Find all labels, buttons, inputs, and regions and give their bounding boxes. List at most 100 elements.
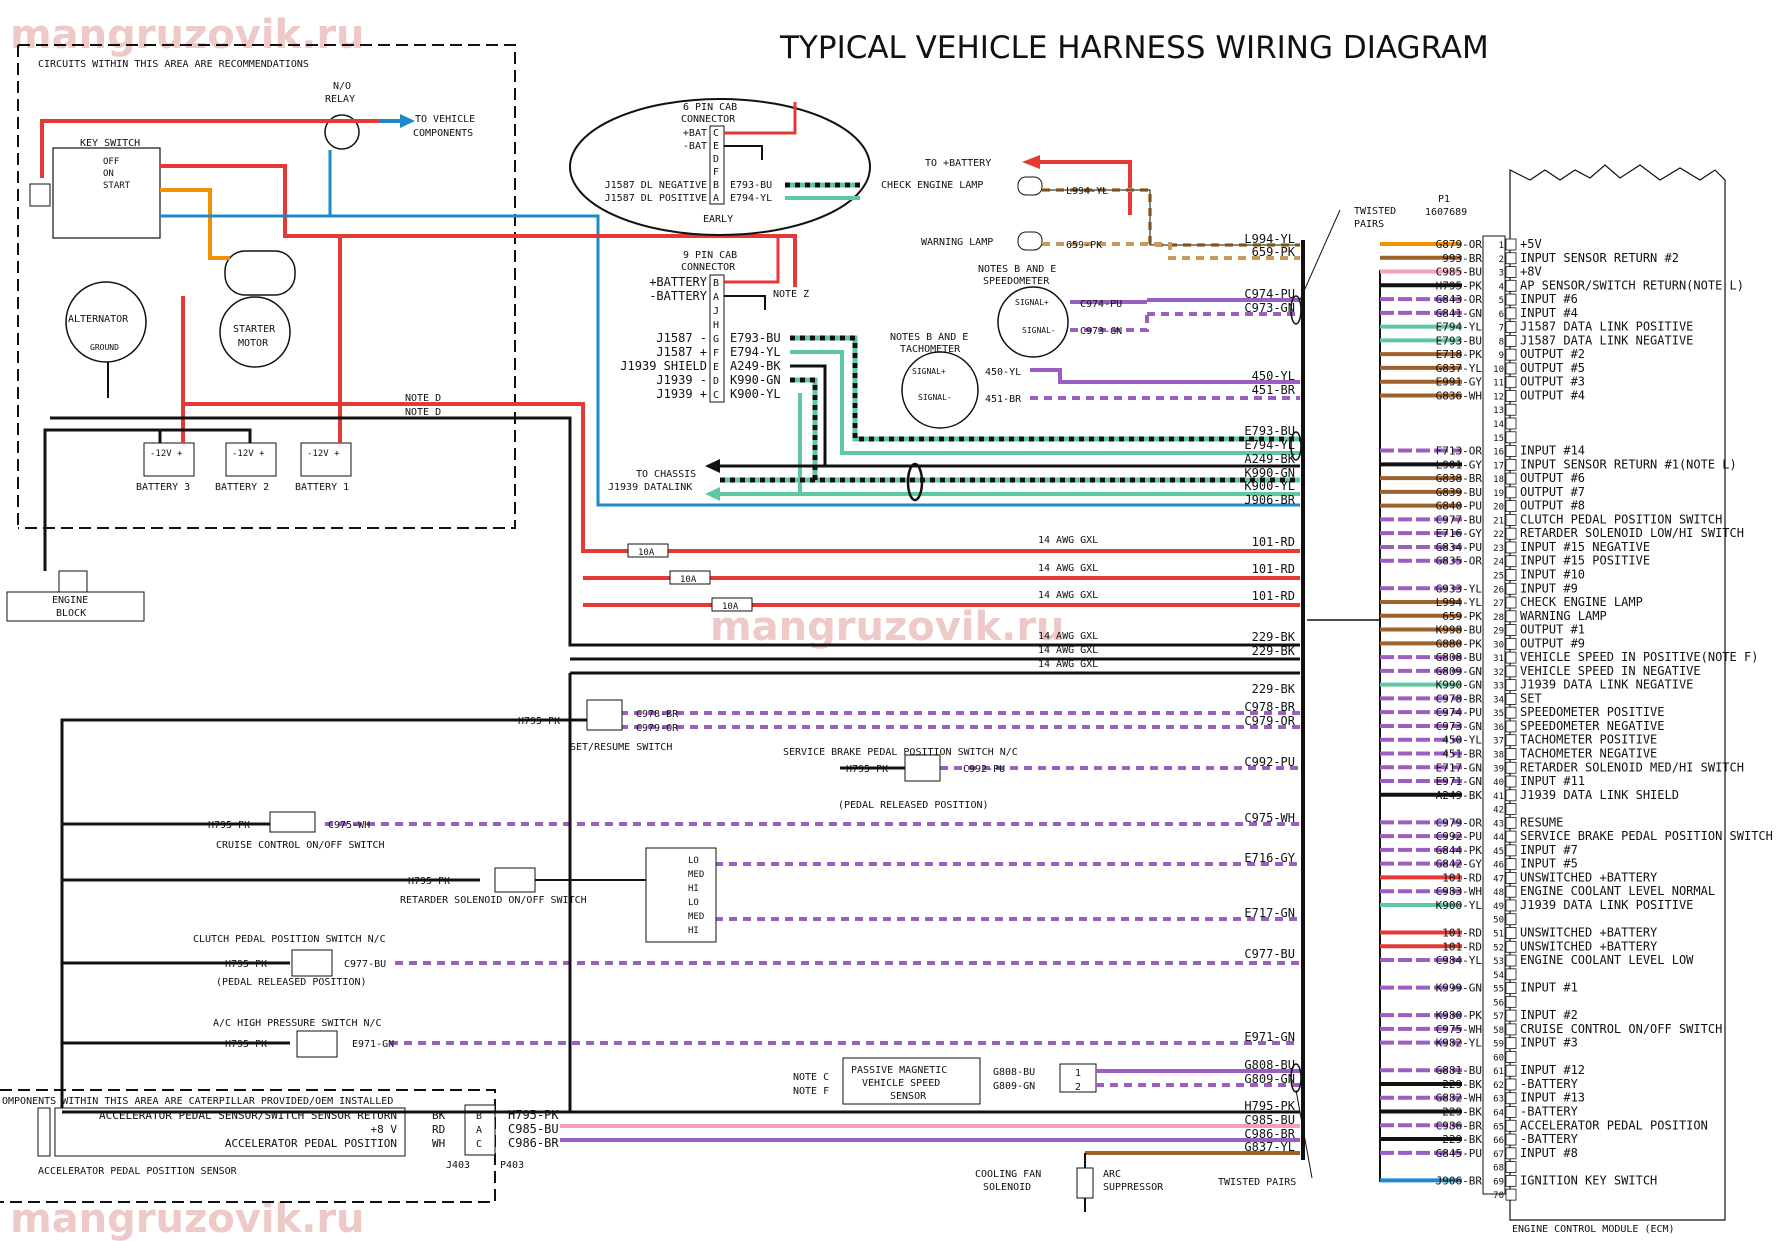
ecm-pin-number: 37: [1493, 737, 1504, 747]
twisted-pairs-top-1: TWISTED: [1354, 206, 1396, 217]
speedometer-title-2: SPEEDOMETER: [983, 276, 1050, 287]
ecm-pin-wire-label: K999-GN: [1436, 982, 1482, 995]
ecm-pin-wire-label: 101-RD: [1442, 940, 1482, 953]
ecm-pin-wire-label: E991-GY: [1436, 376, 1483, 389]
ecm-pin-socket: [1505, 279, 1517, 292]
set-resume-switch: H795-PK C978-BR C979-OR SET/RESUME SWITC…: [518, 699, 679, 753]
ecm-pin-socket: [1505, 1078, 1517, 1091]
awg-label-2: 14 AWG GXL: [1038, 563, 1098, 574]
ecm-pin-socket: [1505, 679, 1517, 692]
ecm-pin-number: 61: [1493, 1067, 1504, 1077]
ecm-pin-function: OUTPUT #8: [1520, 499, 1585, 513]
ecm-pin-wire-label: K982-YL: [1436, 1037, 1483, 1050]
ecm-pin-function: CRUISE CONTROL ON/OFF SWITCH: [1520, 1022, 1722, 1036]
ecm-pin-wire-label: G933-YL: [1436, 582, 1483, 595]
accel-row-wire: C986-BR: [508, 1136, 559, 1150]
ecm-pin-function: -BATTERY: [1520, 1132, 1579, 1146]
pedal-released-1: (PEDAL RELEASED POSITION): [838, 800, 989, 811]
tachometer-sig-plus: SIGNAL+: [912, 367, 946, 376]
ecm-pin-socket: [1505, 665, 1517, 678]
speed-sensor-pin-2: 2: [1075, 1082, 1081, 1093]
ecm-pin-number: 57: [1493, 1012, 1504, 1022]
ecm-pin-number: 50: [1493, 916, 1504, 926]
ecm: P1 1607689 ENGINE CONTROL MODULE (ECM): [1425, 164, 1726, 1235]
six-pin-wire: E793-BU: [730, 180, 772, 191]
nine-pin-row-label: -BATTERY: [649, 289, 708, 303]
ecm-pin-number: 13: [1493, 406, 1504, 416]
ecm-pin-socket: [1505, 858, 1517, 871]
ecm-pin-number: 28: [1493, 613, 1504, 623]
ecm-pin-function: VEHICLE SPEED IN NEGATIVE: [1520, 664, 1701, 678]
ecm-pin-socket: [1505, 734, 1517, 747]
ecm-pin-number: 42: [1493, 806, 1504, 816]
ecm-pin-number: 38: [1493, 750, 1504, 760]
ecm-pin-number: 7: [1499, 324, 1504, 334]
ecm-pin-socket: [1505, 899, 1517, 912]
warning-lamp-label: WARNING LAMP: [921, 237, 993, 248]
nine-pin-pin: C: [713, 390, 719, 401]
trunk-wire-label: G809-GN: [1244, 1072, 1295, 1086]
ac-wire-1: H795-PK: [225, 1039, 267, 1050]
battery-3-volt: -12V +: [150, 449, 183, 459]
ac-label: A/C HIGH PRESSURE SWITCH N/C: [213, 1018, 382, 1029]
ecm-title: ENGINE CONTROL MODULE (ECM): [1512, 1224, 1675, 1235]
ecm-pin-number: 51: [1493, 930, 1504, 940]
clutch-label: CLUTCH PEDAL POSITION SWITCH N/C: [193, 934, 386, 945]
ecm-pin-number: 20: [1493, 503, 1504, 513]
ecm-pin-socket: [1505, 706, 1517, 719]
nine-pin-row-label: J1587 +: [656, 345, 707, 359]
ecm-pin-wire-label: E971-GN: [1436, 775, 1482, 788]
nine-pin-pin: D: [713, 376, 719, 387]
p403-label: P403: [500, 1160, 524, 1171]
retarder-wire: H795-PK: [408, 876, 450, 887]
cooling-label-1: COOLING FAN: [975, 1169, 1041, 1180]
ecm-pin-number: 59: [1493, 1040, 1504, 1050]
ecm-pin-function: OUTPUT #4: [1520, 388, 1585, 402]
ecm-pin-function: INPUT #9: [1520, 581, 1578, 595]
six-pin-row-label: +BAT: [683, 128, 707, 139]
to-chassis-label: TO CHASSIS: [636, 469, 696, 480]
p1-label: P1: [1438, 194, 1450, 205]
ecm-pin-socket: [1505, 266, 1517, 278]
nine-pin-pin: H: [713, 320, 719, 331]
ecm-pin-function: UNSWITCHED +BATTERY: [1520, 939, 1658, 953]
ac-switch: A/C HIGH PRESSURE SWITCH N/C H795-PK E97…: [213, 1018, 394, 1058]
ecm-pin-function: TACHOMETER POSITIVE: [1520, 733, 1657, 747]
speedometer-wire-1: C974-PU: [1080, 299, 1122, 310]
ecm-pin-number: 27: [1493, 599, 1504, 609]
ecm-pin-socket: [1505, 816, 1517, 829]
recommendation-area: CIRCUITS WITHIN THIS AREA ARE RECOMMENDA…: [17, 44, 516, 529]
ecm-pin-socket: [1505, 844, 1517, 857]
ecm-pin-function: INPUT #3: [1520, 1036, 1578, 1050]
ecm-pin-socket: [1505, 1064, 1517, 1077]
ecm-pin-function: +8V: [1520, 265, 1542, 279]
ecm-pin-function: INPUT #11: [1520, 774, 1585, 788]
trunk-wire-label: A249-BK: [1244, 452, 1295, 466]
ecm-pin-function: -BATTERY: [1520, 1077, 1579, 1091]
tachometer-wire-1: 450-YL: [985, 367, 1021, 378]
ecm-pin-wire-label: K990-GN: [1436, 679, 1482, 692]
j1939-datalink-label: J1939 DATALINK: [608, 482, 692, 493]
set-resume-wire-3: C979-OR: [636, 723, 679, 734]
ecm-pin-wire-label: G837-YL: [1436, 362, 1483, 375]
ecm-pin-number: 12: [1493, 392, 1504, 402]
nine-pin-pin: E: [713, 362, 719, 373]
trunk-wire-label: C986-BR: [1244, 1127, 1295, 1141]
ecm-pin-number: 56: [1493, 998, 1504, 1008]
engine-block-label-2: BLOCK: [56, 608, 86, 619]
trunk-wire-label: 450-YL: [1252, 369, 1295, 383]
ecm-pin-wire-label: C975-WH: [1436, 1023, 1482, 1036]
ecm-pin-function: INPUT #13: [1520, 1091, 1585, 1105]
ecm-pin-socket: [1505, 995, 1517, 1008]
accel-row-wire: C985-BU: [508, 1122, 559, 1136]
trunk-wire-label: 229-BK: [1252, 682, 1296, 696]
service-brake-switch: SERVICE BRAKE PEDAL POSITION SWITCH N/C …: [783, 747, 1018, 811]
ecm-pin-wire-label: G882-WH: [1436, 1092, 1482, 1105]
tachometer: NOTES B AND E TACHOMETER SIGNAL+ SIGNAL-…: [890, 332, 1300, 429]
ecm-pin-wire-label: C986-BR: [1436, 1119, 1483, 1132]
ecm-pin-socket: [1505, 514, 1517, 526]
six-pin-wire: E794-YL: [730, 193, 772, 204]
j403-label: J403: [446, 1160, 470, 1171]
